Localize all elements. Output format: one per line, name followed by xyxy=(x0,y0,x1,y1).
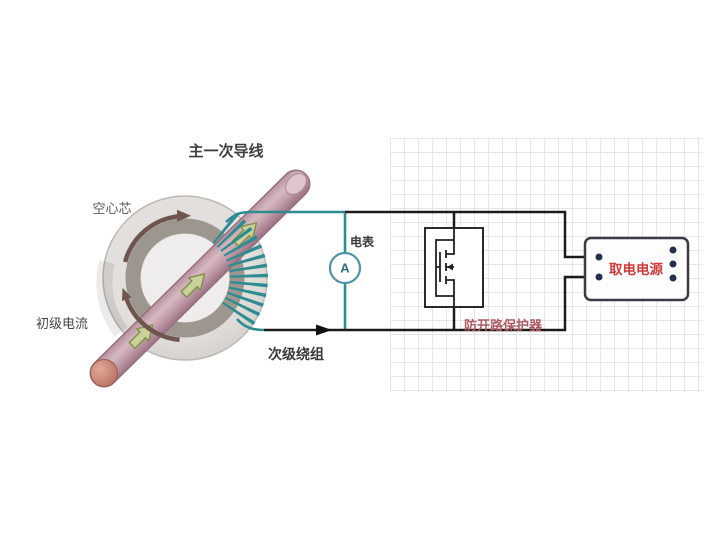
supply-box xyxy=(583,236,690,302)
secondary-winding-coil xyxy=(212,210,345,332)
flux-arrow xyxy=(124,298,180,343)
wire-bottom xyxy=(264,275,585,332)
terminal-dot xyxy=(669,246,677,254)
secondary-current-arrow xyxy=(316,324,332,336)
flux-arrow xyxy=(122,213,180,263)
winding-lead-bottom xyxy=(236,318,265,332)
label-meter: 电表 xyxy=(350,235,375,249)
flux-arrowhead xyxy=(177,209,191,222)
winding-lead-top xyxy=(225,210,345,223)
label-primary-wire: 主一次导线 xyxy=(188,143,264,160)
ammeter-letter: A xyxy=(340,260,350,276)
supply-terminals xyxy=(595,246,677,282)
ammeter-circle xyxy=(328,251,362,285)
terminal-dot xyxy=(669,260,677,268)
label-hollow-core: 空心芯 xyxy=(92,201,132,216)
terminal-dot xyxy=(669,274,677,282)
ammeter xyxy=(328,212,362,330)
rod-end-cap xyxy=(90,359,118,387)
terminal-dot xyxy=(595,273,603,281)
terminal-dot xyxy=(595,253,603,261)
flux-arrowhead xyxy=(122,287,132,301)
flux-arrows xyxy=(122,209,191,343)
rod-cut-face xyxy=(285,173,307,195)
circuit-wires xyxy=(264,210,585,332)
label-protector: 防开路保护器 xyxy=(463,318,543,333)
mosfet-body-arrow xyxy=(447,263,453,271)
label-secondary-winding: 次级绕组 xyxy=(268,346,324,362)
label-power-supply: 取电电源 xyxy=(609,262,663,277)
protector-box xyxy=(424,227,484,308)
label-primary-current: 初级电流 xyxy=(35,316,89,331)
mosfet-symbol xyxy=(435,228,455,307)
